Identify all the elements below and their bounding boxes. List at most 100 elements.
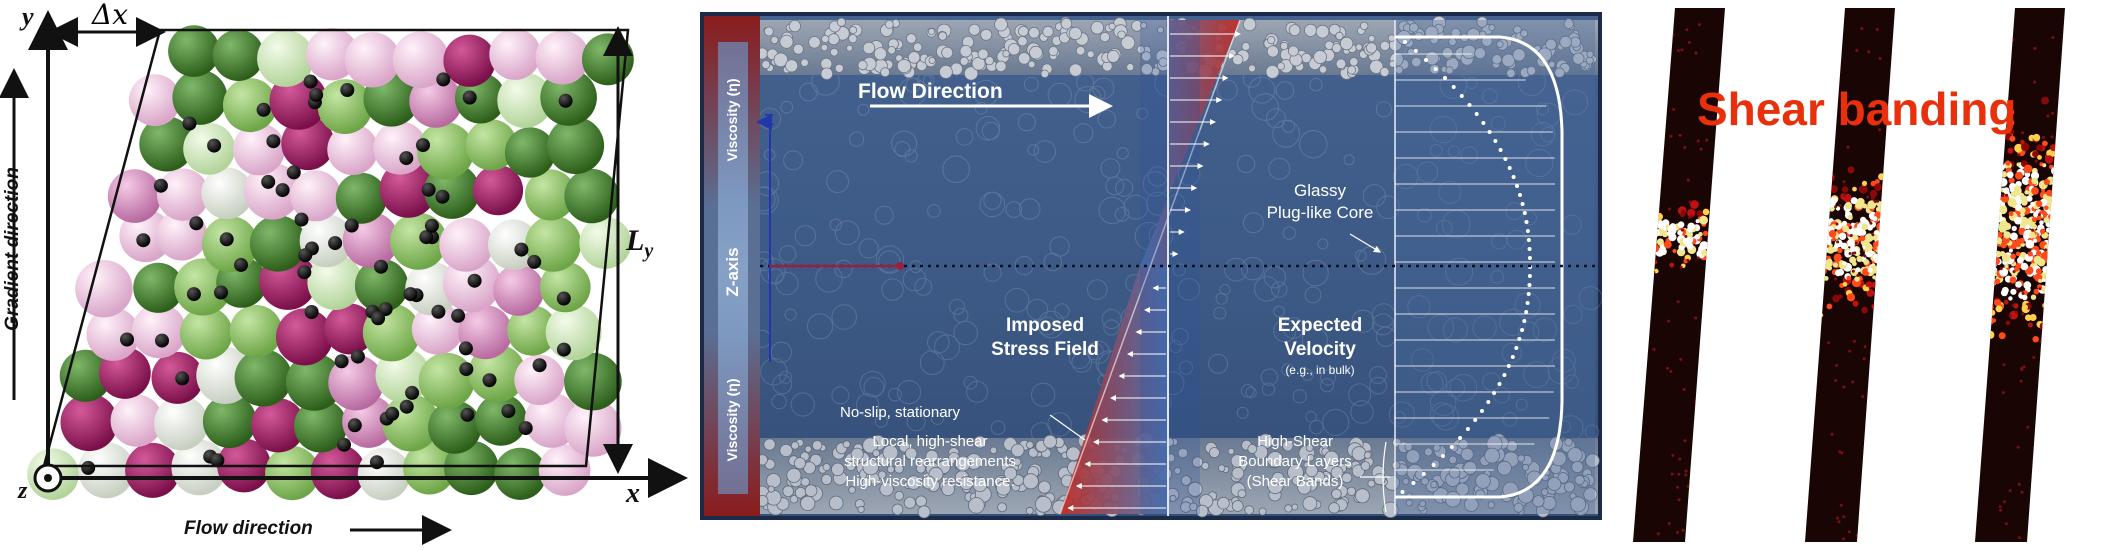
particle xyxy=(310,444,366,500)
small-particle xyxy=(309,87,324,102)
particle xyxy=(545,304,602,361)
particle xyxy=(418,352,475,409)
particle xyxy=(249,215,307,272)
shear-band-2 xyxy=(1815,27,1895,541)
shear-banding-panel: Shear banding xyxy=(1625,0,2123,550)
small-particle xyxy=(419,230,434,245)
particle xyxy=(174,258,232,316)
particle xyxy=(212,29,264,81)
particle xyxy=(128,74,181,127)
small-particle xyxy=(256,102,271,117)
small-particle xyxy=(186,287,201,302)
small-particle xyxy=(421,182,436,197)
particle xyxy=(110,394,163,447)
ly-label: Ly xyxy=(626,224,654,262)
particle xyxy=(344,32,401,88)
particle xyxy=(223,78,277,133)
stress-field-upper xyxy=(1140,20,1240,266)
particle xyxy=(564,399,622,457)
particle xyxy=(403,442,456,495)
particle xyxy=(327,124,379,175)
particle xyxy=(265,446,320,501)
small-particle xyxy=(556,291,571,306)
particle xyxy=(257,30,314,87)
small-particle xyxy=(120,332,134,347)
small-particle xyxy=(467,273,482,288)
small-particle xyxy=(424,218,439,233)
particle xyxy=(488,219,539,271)
small-particle xyxy=(328,236,343,251)
no-slip-label: No-slip, stationary xyxy=(840,404,961,421)
small-particle xyxy=(234,257,248,272)
particle xyxy=(335,172,387,224)
particle xyxy=(60,393,118,452)
z-letter-label: Z xyxy=(764,112,774,129)
small-particle xyxy=(514,242,529,257)
viscosity-top-label: Viscosity (η) xyxy=(724,78,740,162)
small-particle xyxy=(219,232,234,247)
particle xyxy=(472,165,524,216)
particle xyxy=(125,442,181,498)
small-particle xyxy=(294,212,309,227)
particle xyxy=(373,121,427,175)
particle xyxy=(243,163,301,220)
small-particle xyxy=(399,399,414,414)
particle xyxy=(465,119,517,171)
particle xyxy=(234,349,292,407)
small-particle xyxy=(81,460,96,475)
expected-velocity-label: Expected Velocity (e.g., in bulk) xyxy=(1277,315,1363,377)
particle xyxy=(497,72,553,128)
small-particle xyxy=(350,349,365,364)
particle xyxy=(294,399,348,453)
small-particle xyxy=(136,233,151,248)
particle xyxy=(328,355,384,411)
particle xyxy=(251,398,306,453)
small-particle xyxy=(337,437,351,452)
small-particle xyxy=(451,308,466,323)
small-particle xyxy=(303,74,318,89)
small-particle xyxy=(482,373,497,388)
small-particle xyxy=(501,404,516,418)
particle xyxy=(107,169,162,223)
particle xyxy=(78,442,135,499)
small-particle xyxy=(558,93,573,108)
small-particle xyxy=(344,218,359,233)
viscosity-bottom-label: Viscosity (η) xyxy=(724,378,740,462)
small-particle xyxy=(556,342,571,357)
particle xyxy=(439,218,494,272)
particle xyxy=(514,354,565,405)
small-particle xyxy=(155,333,169,348)
small-particle xyxy=(347,418,362,433)
particle xyxy=(357,447,411,501)
z-axis-bar xyxy=(718,42,748,494)
x-axis-label: x xyxy=(626,478,640,509)
shear-flow-diagram xyxy=(700,12,1602,520)
shear-banding-snapshots xyxy=(1633,8,2065,542)
particle xyxy=(201,167,253,220)
small-particle xyxy=(460,407,475,422)
small-particle xyxy=(210,453,225,468)
shear-banding-title: Shear banding xyxy=(1697,83,2017,135)
particle xyxy=(354,258,409,313)
small-particle xyxy=(304,305,319,319)
small-particle xyxy=(405,385,420,400)
particle-box-figure xyxy=(0,10,688,545)
particle xyxy=(409,74,463,128)
particle xyxy=(317,79,373,134)
y-axis-label: y xyxy=(22,2,34,31)
small-particle xyxy=(297,265,312,280)
particle xyxy=(285,353,344,411)
gradient-direction-label: Gradient direction xyxy=(2,167,23,331)
small-particle xyxy=(459,362,474,377)
particle xyxy=(202,394,257,449)
particle xyxy=(443,34,496,87)
particle xyxy=(179,306,233,360)
particle xyxy=(290,170,342,222)
small-particle xyxy=(175,371,190,386)
small-particle xyxy=(374,259,388,274)
particle xyxy=(276,308,333,366)
